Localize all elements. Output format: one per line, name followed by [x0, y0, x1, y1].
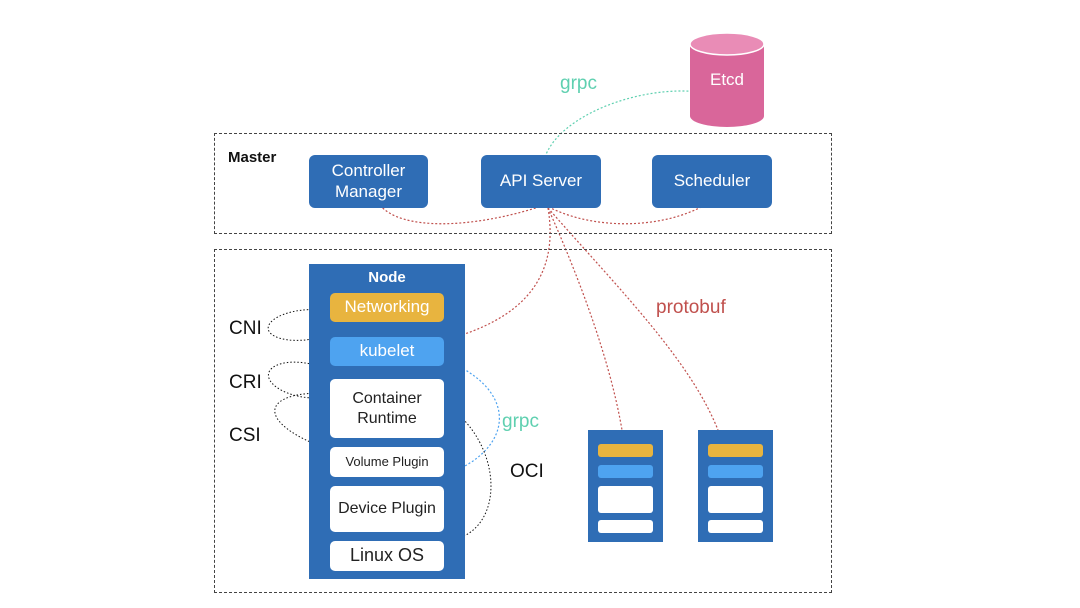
mini-runtime-bar: [598, 486, 653, 513]
etcd-label: Etcd: [709, 70, 745, 89]
grpc-link-kubelet: [444, 359, 500, 476]
mini-os-bar: [598, 520, 653, 533]
api-server-box: API Server: [481, 155, 601, 208]
oci-label: OCI: [510, 461, 544, 482]
link-api-kubelet: [444, 207, 551, 341]
mini-kubelet-bar: [708, 465, 763, 478]
scheduler-box: Scheduler: [652, 155, 772, 208]
worker-node-2: [588, 430, 663, 542]
grpc-label-top: grpc: [560, 73, 597, 94]
csi-label: CSI: [229, 425, 261, 446]
node-title: Node: [368, 269, 406, 286]
container-runtime-box: Container Runtime: [330, 379, 444, 438]
device-plugin-box: Device Plugin: [330, 486, 444, 532]
mini-os-bar: [708, 520, 763, 533]
link-controller-api: [379, 204, 546, 225]
mini-networking-bar: [598, 444, 653, 457]
cylinder-icon: [689, 32, 765, 127]
grpc-label-node: grpc: [502, 411, 539, 432]
linux-os-box: Linux OS: [330, 541, 444, 571]
mini-kubelet-bar: [598, 465, 653, 478]
mini-networking-bar: [708, 444, 763, 457]
link-api-node3: [547, 207, 719, 431]
etcd-database: Etcd: [688, 32, 766, 128]
volume-plugin-box: Volume Plugin: [330, 447, 444, 477]
cri-label: CRI: [229, 372, 262, 393]
cni-label: CNI: [229, 318, 262, 339]
link-api-node2: [547, 207, 623, 431]
grpc-link-etcd: [544, 90, 701, 158]
node-region: [214, 249, 832, 593]
node-box: Node Networking kubelet Container Runtim…: [309, 264, 465, 579]
kubelet-box: kubelet: [330, 337, 444, 366]
mini-runtime-bar: [708, 486, 763, 513]
worker-node-3: [698, 430, 773, 542]
controller-manager-box: Controller Manager: [309, 155, 428, 208]
protobuf-label: protobuf: [656, 297, 726, 318]
master-region: [214, 133, 832, 234]
master-label: Master: [228, 149, 277, 166]
networking-box: Networking: [330, 293, 444, 322]
